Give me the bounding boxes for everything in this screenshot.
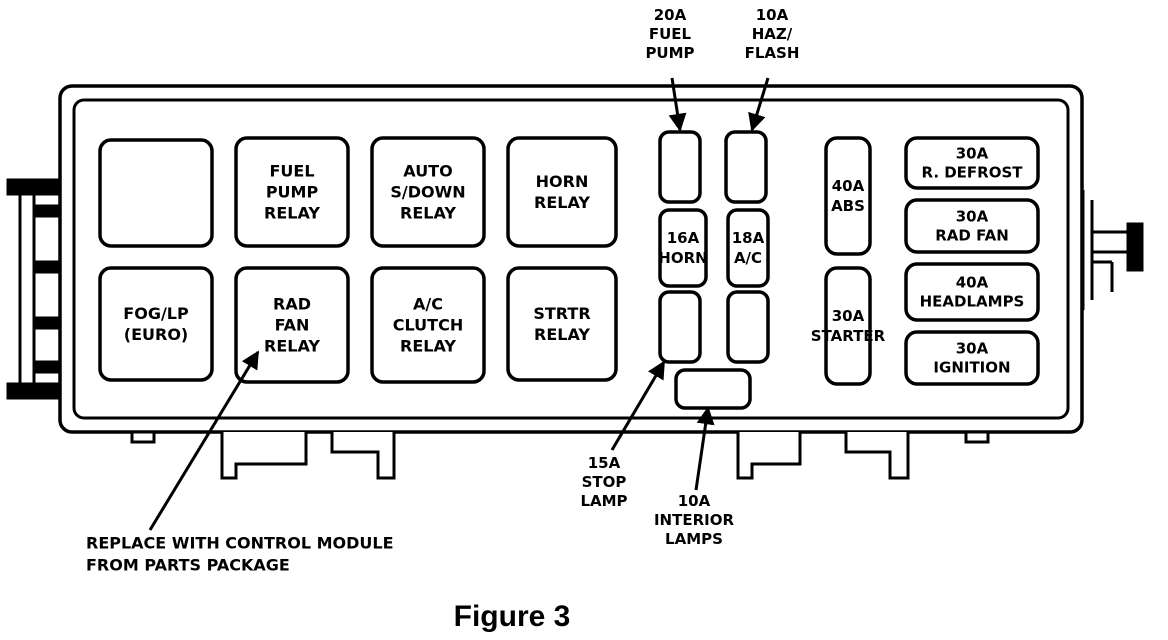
relays-layer: FUEL PUMP RELAY AUTO S/DOWN RELAY HORN RELAY FOG… — [98, 136, 618, 384]
headlamps-fuse — [904, 262, 1040, 322]
fuel-pump-leader — [668, 77, 687, 132]
ac-fuse-label: 18A — [732, 229, 765, 247]
stop-lamp-leader — [610, 360, 666, 451]
rad-fan-fuse — [904, 198, 1040, 254]
interior-lamps-leader — [694, 406, 715, 491]
rear-defrost-fuse-label: 30A — [956, 145, 989, 163]
relay-strtr-relay-label: RELAY — [534, 325, 590, 344]
relay-rad-fan-relay-label: FAN — [275, 316, 310, 335]
ignition-fuse-label: IGNITION — [933, 359, 1010, 377]
horn-fuse-label: HORN — [658, 249, 707, 267]
rear-defrost-fuse-label: R. DEFROST — [921, 164, 1023, 182]
interior-lamps-callout-label: INTERIOR — [654, 511, 734, 529]
rear-defrost-fuse — [904, 136, 1040, 190]
haz-flash-callout-label: FLASH — [745, 44, 800, 62]
relay-strtr-relay — [506, 266, 618, 382]
relay-rad-fan-relay — [234, 266, 350, 384]
left-mounting-bracket — [6, 178, 66, 400]
rad-fan-relay-leader — [148, 350, 260, 531]
relay-fog-lp-euro-label: FOG/LP — [123, 304, 189, 323]
haz-flash-leader — [748, 77, 770, 132]
interior-lamps-callout-label: LAMPS — [665, 530, 723, 548]
blade-fuse-unlabeled-1 — [658, 130, 702, 204]
replace-note-label: REPLACE WITH CONTROL MODULE — [86, 534, 394, 553]
haz-flash-callout-label: 10A — [756, 6, 789, 24]
relay-auto-shutdown-relay-label: AUTO — [403, 162, 452, 181]
right-connector-stub — [1081, 190, 1144, 310]
relay-auto-shutdown-relay-label: RELAY — [400, 204, 456, 223]
headlamps-fuse-label: HEADLAMPS — [920, 293, 1025, 311]
ac-fuse-label: A/C — [734, 249, 762, 267]
relay-rad-fan-relay-label: RELAY — [264, 337, 320, 356]
horn-fuse-label: 16A — [667, 229, 700, 247]
ac-fuse — [726, 208, 770, 288]
fuel-pump-callout-label: PUMP — [645, 44, 694, 62]
blade-fuse-unlabeled-4 — [726, 290, 770, 364]
relay-ac-clutch-relay-label: A/C — [413, 295, 443, 314]
ignition-fuse-label: 30A — [956, 340, 989, 358]
interior-lamps-callout-label: 10A — [678, 492, 711, 510]
relay-fuel-pump-relay-label: FUEL — [269, 162, 314, 181]
housing-bottom-tabs — [130, 430, 990, 480]
leader-arrows — [148, 77, 770, 531]
relay-ac-clutch-relay-label: RELAY — [400, 337, 456, 356]
fuel-pump-callout-label: 20A — [654, 6, 687, 24]
relay-fuel-pump-relay-label: RELAY — [264, 204, 320, 223]
stop-lamp-callout-label: 15A — [588, 454, 621, 472]
abs-fuse-label: ABS — [831, 197, 865, 215]
rad-fan-fuse-label: RAD FAN — [935, 227, 1009, 245]
rad-fan-fuse-label: 30A — [956, 208, 989, 226]
relay-ac-clutch-relay — [370, 266, 486, 384]
blade-fuse-unlabeled-3 — [658, 290, 702, 364]
abs-fuse-label: 40A — [832, 177, 865, 195]
relay-blank — [98, 138, 214, 248]
interior-lamps-fuse — [674, 368, 752, 410]
relay-rad-fan-relay-label: RAD — [273, 295, 311, 314]
relay-auto-shutdown-relay-label: S/DOWN — [390, 183, 465, 202]
stop-lamp-callout-label: STOP — [582, 473, 627, 491]
starter-fuse-label: 30A — [832, 307, 865, 325]
haz-flash-callout-label: HAZ/ — [752, 25, 793, 43]
relay-auto-shutdown-relay — [370, 136, 486, 248]
fuse-box-housing-inner — [72, 98, 1070, 420]
relay-fuel-pump-relay — [234, 136, 350, 248]
headlamps-fuse-label: 40A — [956, 274, 989, 292]
relay-strtr-relay-label: STRTR — [533, 304, 590, 323]
starter-fuse — [824, 266, 872, 386]
relay-ac-clutch-relay-label: CLUTCH — [393, 316, 463, 335]
relay-horn-relay-label: HORN — [536, 172, 589, 191]
blade-fuse-unlabeled-2 — [724, 130, 768, 204]
relay-horn-relay-label: RELAY — [534, 193, 590, 212]
replace-note-label: FROM PARTS PACKAGE — [86, 556, 290, 575]
relay-horn-relay — [506, 136, 618, 248]
abs-fuse — [824, 136, 872, 256]
fuel-pump-callout-label: FUEL — [649, 25, 692, 43]
figure-caption: Figure 3 — [454, 600, 571, 633]
relay-fog-lp-euro-label: (EURO) — [124, 325, 188, 344]
relay-fuel-pump-relay-label: PUMP — [266, 183, 319, 202]
relay-fog-lp-euro — [98, 266, 214, 382]
starter-fuse-label: STARTER — [811, 327, 886, 345]
horn-fuse — [658, 208, 708, 288]
stop-lamp-callout-label: LAMP — [580, 492, 627, 510]
ignition-fuse — [904, 330, 1040, 386]
